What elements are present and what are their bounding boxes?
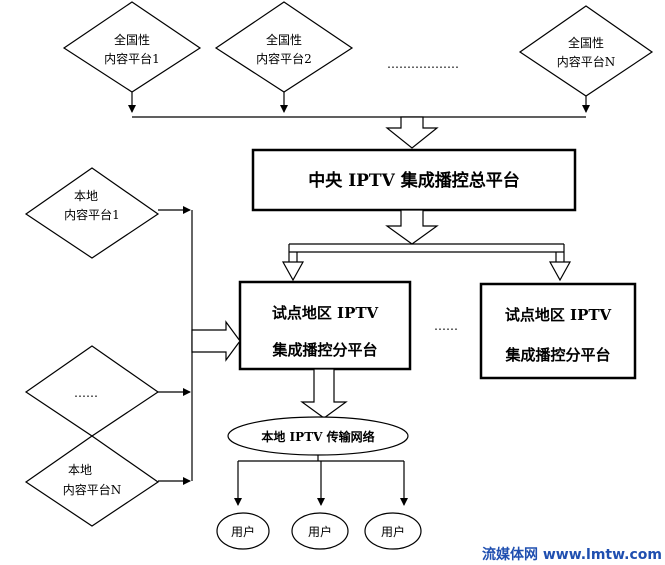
pilot-platform-1: 试点地区 IPTV 集成播控分平台 <box>238 280 412 371</box>
local-1-line2: 内容平台1 <box>64 207 120 222</box>
arrow-to-pilot-1 <box>281 261 305 282</box>
local-connectors <box>158 206 193 485</box>
user-connectors <box>234 455 408 506</box>
pilot-2-line1: 试点地区 IPTV <box>505 306 612 324</box>
arrow-pilot-to-network <box>300 368 348 419</box>
pilot-ellipsis: …… <box>434 319 458 333</box>
arrow-local-to-pilot <box>191 320 241 362</box>
national-platform-1: 全国性 内容平台1 <box>62 1 202 93</box>
network-label: 本地 IPTV 传输网络 <box>261 429 374 444</box>
national-2-line1: 全国性 <box>266 32 302 47</box>
arrow-to-pilot-2 <box>548 261 572 282</box>
local-network: 本地 IPTV 传输网络 <box>227 416 409 456</box>
local-ellipsis-label: …… <box>74 386 98 400</box>
arrow-bus-to-central <box>385 116 439 149</box>
national-platform-n: 全国性 内容平台N <box>518 5 654 97</box>
local-platform-1: 本地 内容平台1 <box>24 167 160 259</box>
local-platform-ellipsis: …… <box>24 345 160 437</box>
national-connectors <box>128 92 590 118</box>
national-n-line1: 全国性 <box>568 35 604 50</box>
local-1-line1: 本地 <box>74 189 98 203</box>
pilot-platform-2: 试点地区 IPTV 集成播控分平台 <box>479 282 637 380</box>
national-1-line1: 全国性 <box>114 32 150 47</box>
pilot-1-line2: 集成播控分平台 <box>271 341 377 359</box>
pilot-2-line2: 集成播控分平台 <box>504 346 610 364</box>
user-2-label: 用户 <box>308 524 332 539</box>
arrow-central-down <box>385 209 439 245</box>
local-platform-n: 本地 内容平台N <box>24 435 160 527</box>
national-1-line2: 内容平台1 <box>104 51 160 66</box>
local-n-line1: 本地 <box>68 463 92 477</box>
national-ellipsis: ……………… <box>387 57 459 71</box>
user-3: 用户 <box>364 512 422 550</box>
national-2-line2: 内容平台2 <box>256 51 312 66</box>
local-n-line2: 内容平台N <box>63 482 122 497</box>
user-2: 用户 <box>291 512 349 550</box>
user-3-label: 用户 <box>381 524 405 539</box>
pilot-1-line1: 试点地区 IPTV <box>272 304 379 322</box>
user-1: 用户 <box>216 512 270 550</box>
user-1-label: 用户 <box>231 524 255 539</box>
central-platform: 中央 IPTV 集成播控总平台 <box>251 148 577 212</box>
national-platform-2: 全国性 内容平台2 <box>214 1 354 93</box>
watermark-text: 流媒体网 www.lmtw.com <box>482 546 662 563</box>
central-label: 中央 IPTV 集成播控总平台 <box>308 170 519 191</box>
split-bus <box>288 243 565 262</box>
national-n-line2: 内容平台N <box>557 54 616 69</box>
